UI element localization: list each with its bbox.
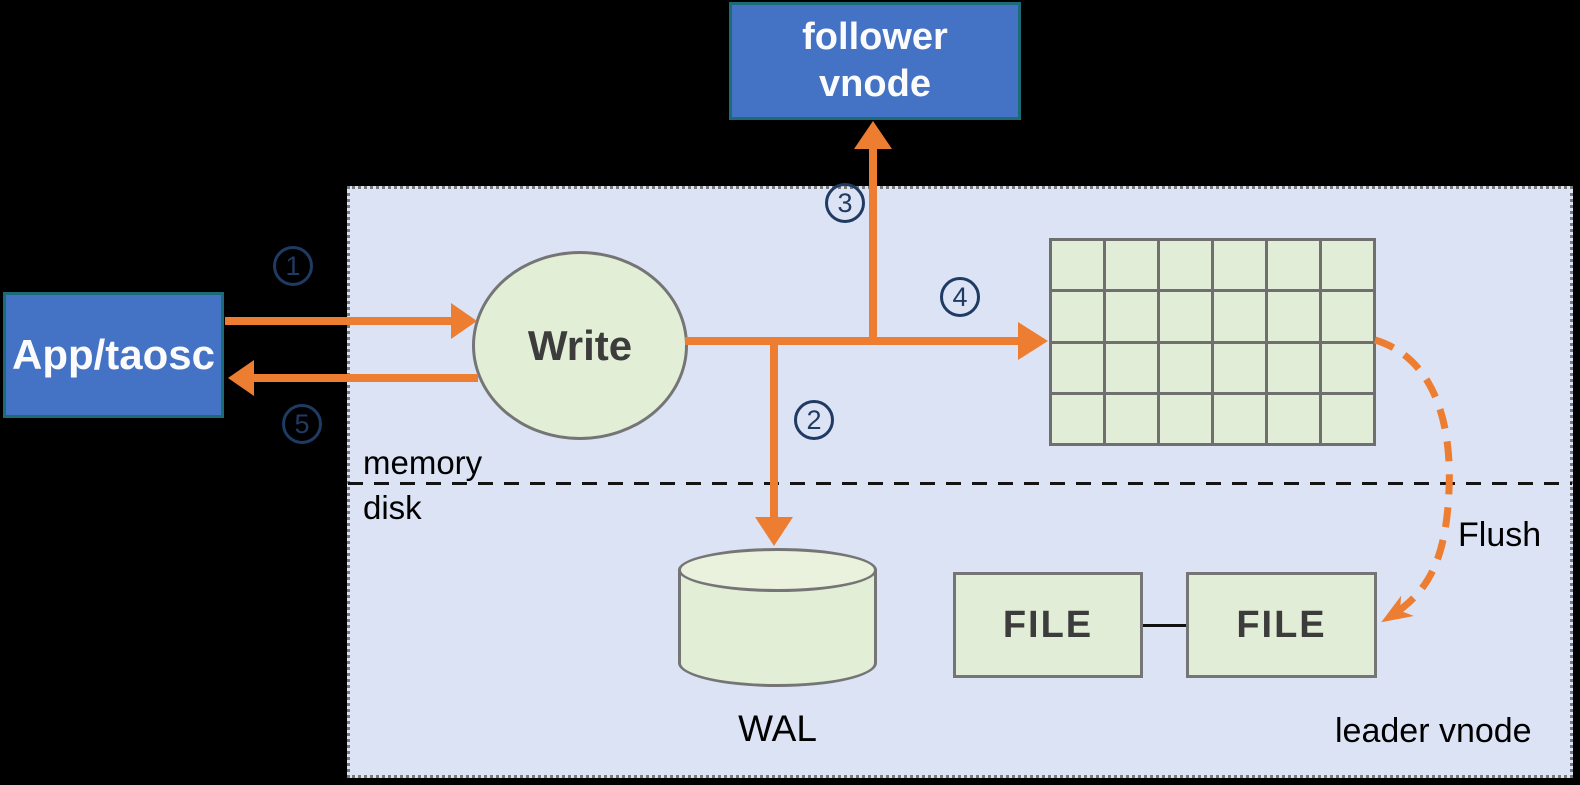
mem-table-cell (1214, 241, 1265, 290)
app-taosc-label: App/taosc (11, 331, 216, 378)
step-3-badge: 3 (825, 183, 865, 223)
leader-vnode-label: leader vnode (1335, 712, 1532, 750)
mem-table-cell (1214, 343, 1265, 392)
arrow-3-line (869, 149, 877, 342)
mem-table-cell (1322, 292, 1373, 341)
write-process-node: Write (472, 251, 688, 440)
mem-table-cell (1268, 394, 1319, 443)
follower-vnode-label-line2: vnode (819, 63, 931, 105)
mem-table-cell (1160, 343, 1211, 392)
follower-vnode-node: follower vnode (729, 2, 1021, 120)
arrow-4-line (685, 337, 1018, 345)
mem-table-cell (1160, 292, 1211, 341)
file-left-label: FILE (1002, 603, 1094, 646)
step-1-badge: 1 (273, 246, 313, 286)
mem-table-cell (1160, 241, 1211, 290)
memory-label: memory (363, 444, 483, 481)
mem-table-cell (1106, 394, 1157, 443)
step-4-badge: 4 (940, 277, 980, 317)
app-taosc-node: App/taosc (3, 292, 224, 418)
mem-table-cell (1106, 241, 1157, 290)
mem-table-cell (1322, 394, 1373, 443)
mem-table-cell (1322, 343, 1373, 392)
mem-table-cell (1052, 241, 1103, 290)
follower-vnode-label-line1: follower (802, 15, 948, 58)
mem-table (1049, 238, 1376, 446)
mem-table-cell (1106, 343, 1157, 392)
flush-arrow-curve (1373, 336, 1453, 623)
file-box-left: FILE (953, 572, 1143, 678)
arrow-3-head-icon (854, 121, 892, 149)
arrow-2-head-icon (755, 517, 793, 546)
flush-label: Flush (1458, 516, 1542, 554)
memory-disk-divider (348, 482, 1572, 485)
wal-label: WAL (738, 708, 817, 749)
file-right-label: FILE (1236, 603, 1327, 646)
file-box-right: FILE (1186, 572, 1377, 678)
arrow-1-head-icon (451, 303, 477, 339)
step-2-badge: 2 (794, 400, 834, 440)
mem-table-cell (1268, 343, 1319, 392)
mem-table-cell (1106, 292, 1157, 341)
mem-table-cell (1322, 241, 1373, 290)
arrow-2-line (770, 341, 778, 517)
wal-cylinder (678, 548, 877, 687)
file-connector-line (1143, 624, 1186, 627)
step-5-badge: 5 (282, 404, 322, 444)
mem-table-cell (1214, 292, 1265, 341)
mem-table-cell (1268, 292, 1319, 341)
arrow-5-line (254, 374, 478, 382)
arrow-1-line (225, 317, 451, 325)
mem-table-cell (1052, 394, 1103, 443)
arrow-5-head-icon (228, 360, 254, 396)
mem-table-cell (1052, 292, 1103, 341)
mem-table-cell (1214, 394, 1265, 443)
write-label: Write (527, 321, 633, 369)
arrow-4-head-icon (1018, 322, 1048, 360)
mem-table-cell (1160, 394, 1211, 443)
wal-cylinder-top (678, 548, 877, 592)
disk-label: disk (363, 489, 422, 526)
mem-table-cell (1268, 241, 1319, 290)
mem-table-cell (1052, 343, 1103, 392)
